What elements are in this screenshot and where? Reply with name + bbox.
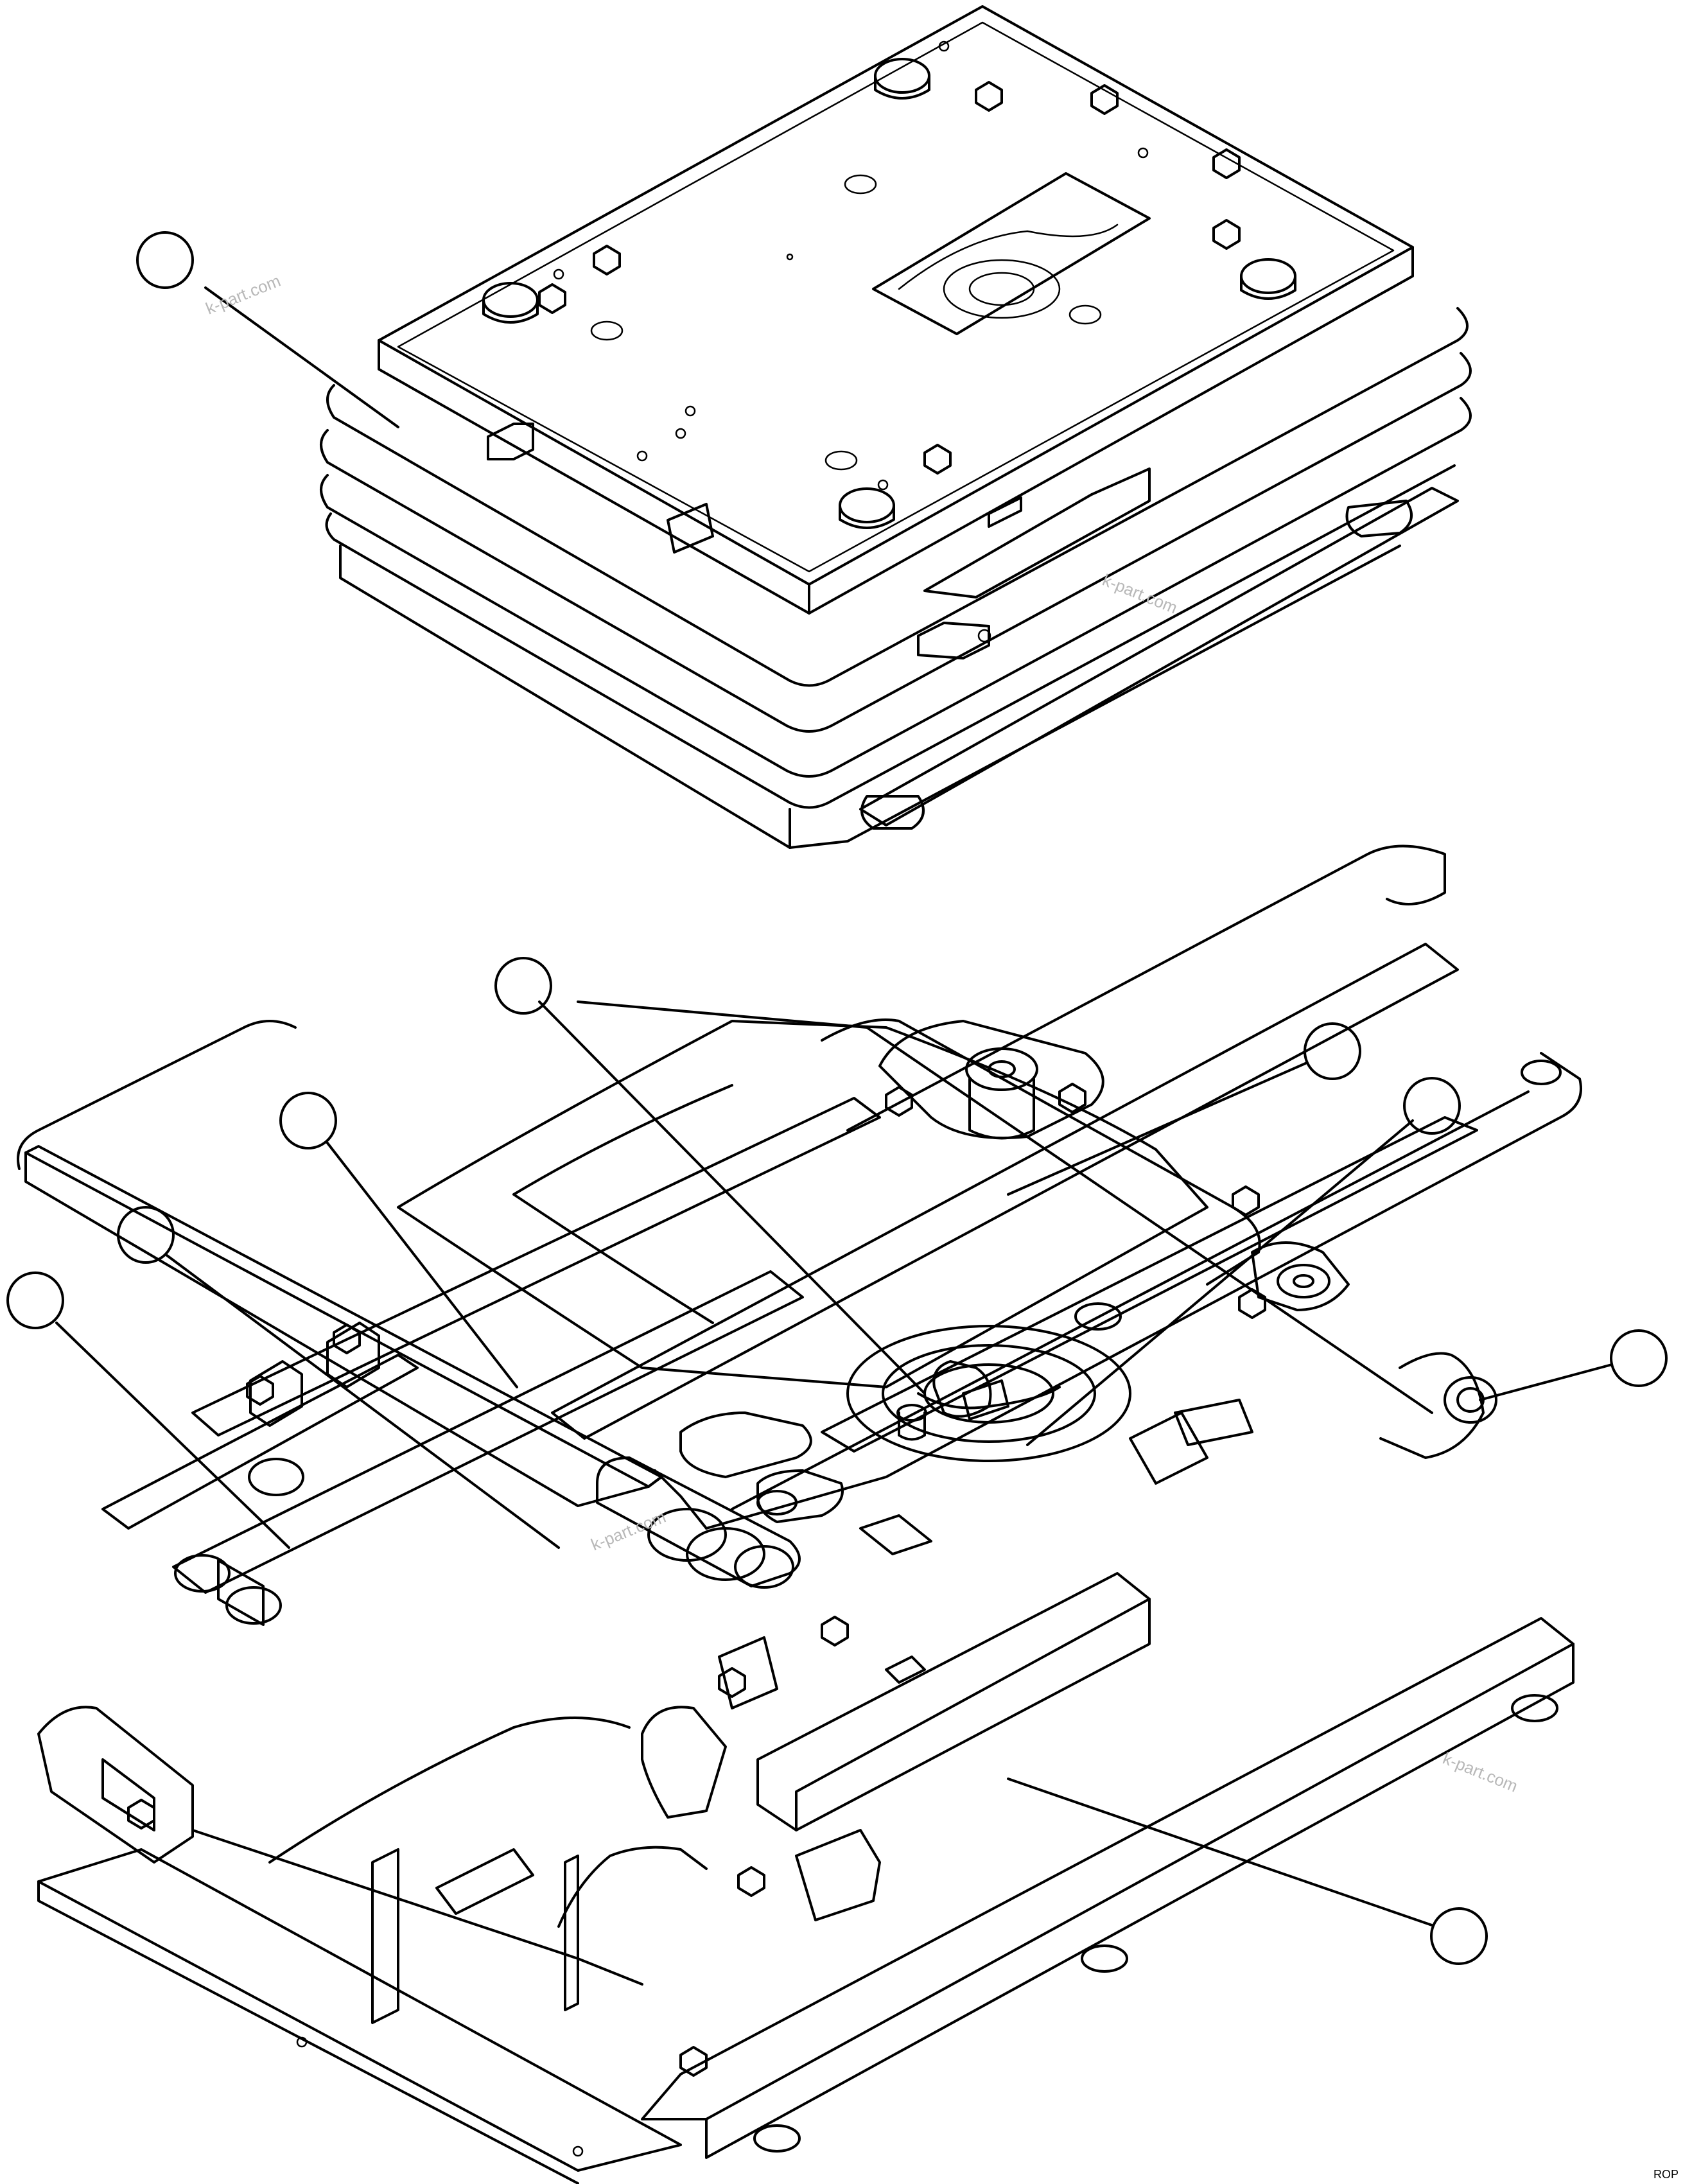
drawing-code: ROP: [1653, 2168, 1679, 2181]
watermark-3: k-part.com: [588, 1507, 668, 1555]
lower-assembly-drawing: [17, 844, 1582, 2184]
callout-3: [1007, 1022, 1361, 1196]
upper-assembly-drawing: [320, 5, 1472, 849]
watermark-4: k-part.com: [1440, 1749, 1521, 1796]
callout-8: [1479, 1329, 1668, 1401]
callout-7: [6, 1271, 290, 1549]
watermarks: k-part.com k-part.com k-part.com k-part.…: [203, 271, 1521, 1796]
callout-5: [279, 1092, 518, 1388]
watermark-2: k-part.com: [1100, 570, 1180, 618]
callout-4: [1026, 1077, 1461, 1446]
callout-2: [494, 957, 926, 1395]
callout-6: [117, 1206, 560, 1549]
callout-9: [1007, 1778, 1488, 1965]
callout-1: [136, 231, 399, 428]
